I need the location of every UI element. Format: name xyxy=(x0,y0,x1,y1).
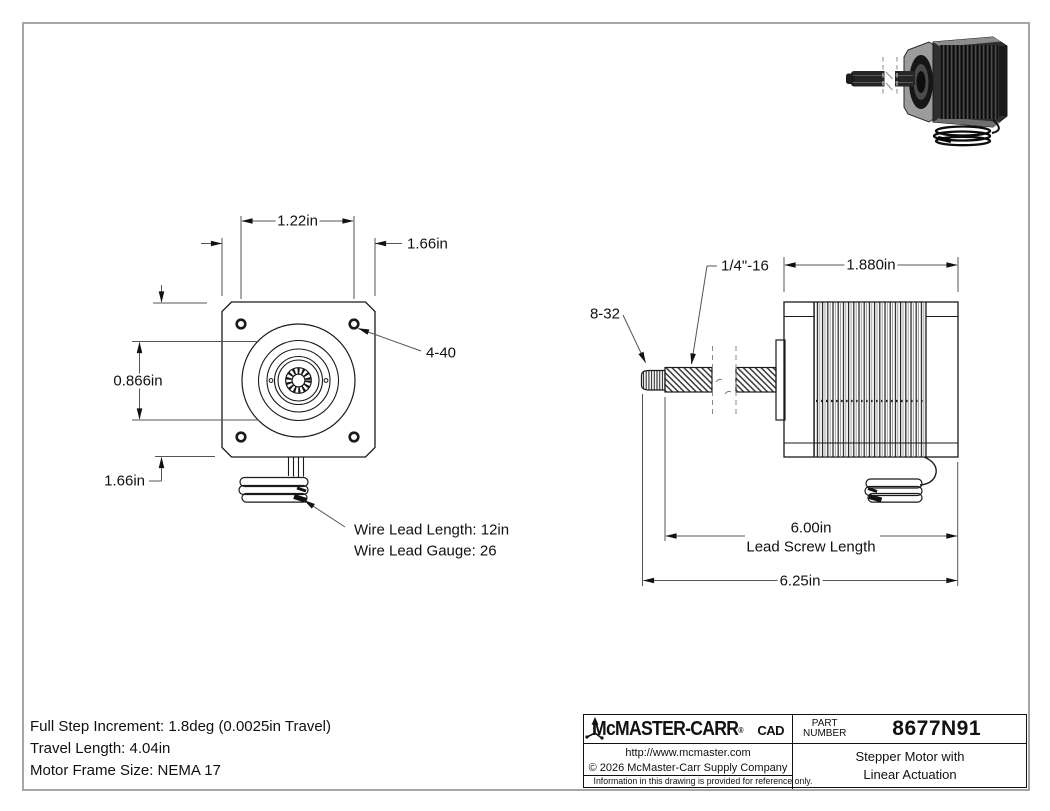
dim-screw-length-label: Lead Screw Length xyxy=(744,538,878,555)
pilot-boss-circle xyxy=(257,339,340,422)
brand-logo: McMASTER-CARR® xyxy=(591,717,744,740)
motor-faceplate-outline xyxy=(221,301,376,458)
disclaimer-text: Information in this drawing is provided … xyxy=(593,776,813,787)
photo-fins xyxy=(940,45,998,119)
screw-center-hole xyxy=(291,373,306,388)
endcap-steps xyxy=(784,315,958,444)
wire-coil-tip xyxy=(867,487,878,493)
company-website: http://www.mcmaster.com xyxy=(625,747,751,759)
product-title-cell: Stepper Motor with Linear Actuation xyxy=(793,744,1027,789)
photo-break-gap xyxy=(884,65,895,93)
spec-frame-size: Motor Frame Size: NEMA 17 xyxy=(30,762,221,779)
screw-tip-8-32 xyxy=(640,369,666,391)
dim-body-length: 1.880in xyxy=(844,256,898,274)
face-circle xyxy=(266,348,331,413)
dim-overall-length: 6.25in xyxy=(777,572,823,589)
photo-screw-tip xyxy=(846,73,855,84)
dimension-lines xyxy=(132,216,959,586)
mounting-hole xyxy=(348,431,360,443)
wire-coil-tip xyxy=(293,494,308,503)
photo-body-top xyxy=(933,37,1001,47)
wire-coil-side xyxy=(864,478,923,503)
motor-laminations xyxy=(814,302,926,457)
product-photo xyxy=(846,36,1008,147)
cad-logo: CAD xyxy=(585,717,785,740)
face-screw-hole xyxy=(268,378,274,383)
dim-overall-height: 1.66in xyxy=(102,472,147,490)
company-copyright: © 2026 McMaster-Carr Supply Company xyxy=(588,762,788,774)
dim-hole-spacing: 1.22in xyxy=(275,212,320,230)
part-number-value: 8677N91 xyxy=(892,717,982,740)
antibacklash-nut-outline xyxy=(285,367,312,394)
part-number-cell: PART NUMBER 8677N91 xyxy=(793,715,1027,744)
side-view xyxy=(640,301,959,503)
company-info-cell: http://www.mcmaster.com © 2026 McMaster-… xyxy=(584,744,793,776)
wire-coil-tip xyxy=(296,486,307,493)
cad-logo-text: CAD xyxy=(757,722,785,738)
face-circle xyxy=(241,323,356,438)
callout-8-32: 8-32 xyxy=(587,305,622,323)
lead-screw-section xyxy=(664,366,713,393)
registered-mark: ® xyxy=(738,725,743,735)
photo-wire xyxy=(991,119,1000,134)
wire-coil-front xyxy=(238,476,309,503)
face-circle xyxy=(277,359,320,402)
callout-quarter-16: 1/4"-16 xyxy=(719,257,771,274)
dim-overall-width: 1.66in xyxy=(405,235,450,252)
photo-break-marks xyxy=(885,71,893,91)
antibacklash-nut-knurl xyxy=(286,368,311,393)
spec-step-increment: Full Step Increment: 1.8deg (0.0025in Tr… xyxy=(30,718,331,735)
photo-body-edge xyxy=(999,46,1007,116)
cad-axes-icon xyxy=(585,717,604,740)
lamination-edges xyxy=(813,302,927,457)
spec-travel-length: Travel Length: 4.04in xyxy=(30,740,171,757)
product-title-line2: Linear Actuation xyxy=(863,767,957,782)
note-wire-gauge: Wire Lead Gauge: 26 xyxy=(352,542,499,560)
mounting-hole xyxy=(235,431,247,443)
mounting-hole xyxy=(348,318,360,330)
title-block: McMASTER-CARR® CAD http://www.mcmaster.c… xyxy=(583,714,1027,789)
sheet-border xyxy=(22,22,1030,791)
callout-4-40: 4-40 xyxy=(424,344,459,362)
photo-break-lines xyxy=(882,57,898,97)
photo-wire-coil-tip xyxy=(937,136,952,143)
wire-exit-side xyxy=(919,456,937,486)
note-wire-length: Wire Lead Length: 12in xyxy=(352,521,512,539)
break-lines xyxy=(712,346,737,414)
wire-leads xyxy=(287,457,305,477)
photo-wire-coil xyxy=(932,125,992,147)
lead-screw-section xyxy=(735,366,777,393)
wire-coil-tip xyxy=(868,494,883,503)
photo-body-bottom xyxy=(933,117,1001,127)
break-marks xyxy=(715,378,732,395)
brand-logo-cell: McMASTER-CARR® CAD xyxy=(584,715,793,744)
dim-pilot-diameter: 0.866in xyxy=(111,372,165,389)
mounting-hole xyxy=(235,318,247,330)
face-screw-hole xyxy=(323,378,329,383)
disclaimer-cell: Information in this drawing is provided … xyxy=(584,776,812,789)
product-title-line1: Stepper Motor with xyxy=(855,749,965,764)
front-view xyxy=(221,301,376,503)
part-number-label: PART NUMBER xyxy=(803,718,847,739)
face-circle xyxy=(273,355,324,406)
spec-notes: Full Step Increment: 1.8deg (0.0025in Tr… xyxy=(30,716,331,782)
dim-screw-length: 6.00in xyxy=(788,519,834,536)
